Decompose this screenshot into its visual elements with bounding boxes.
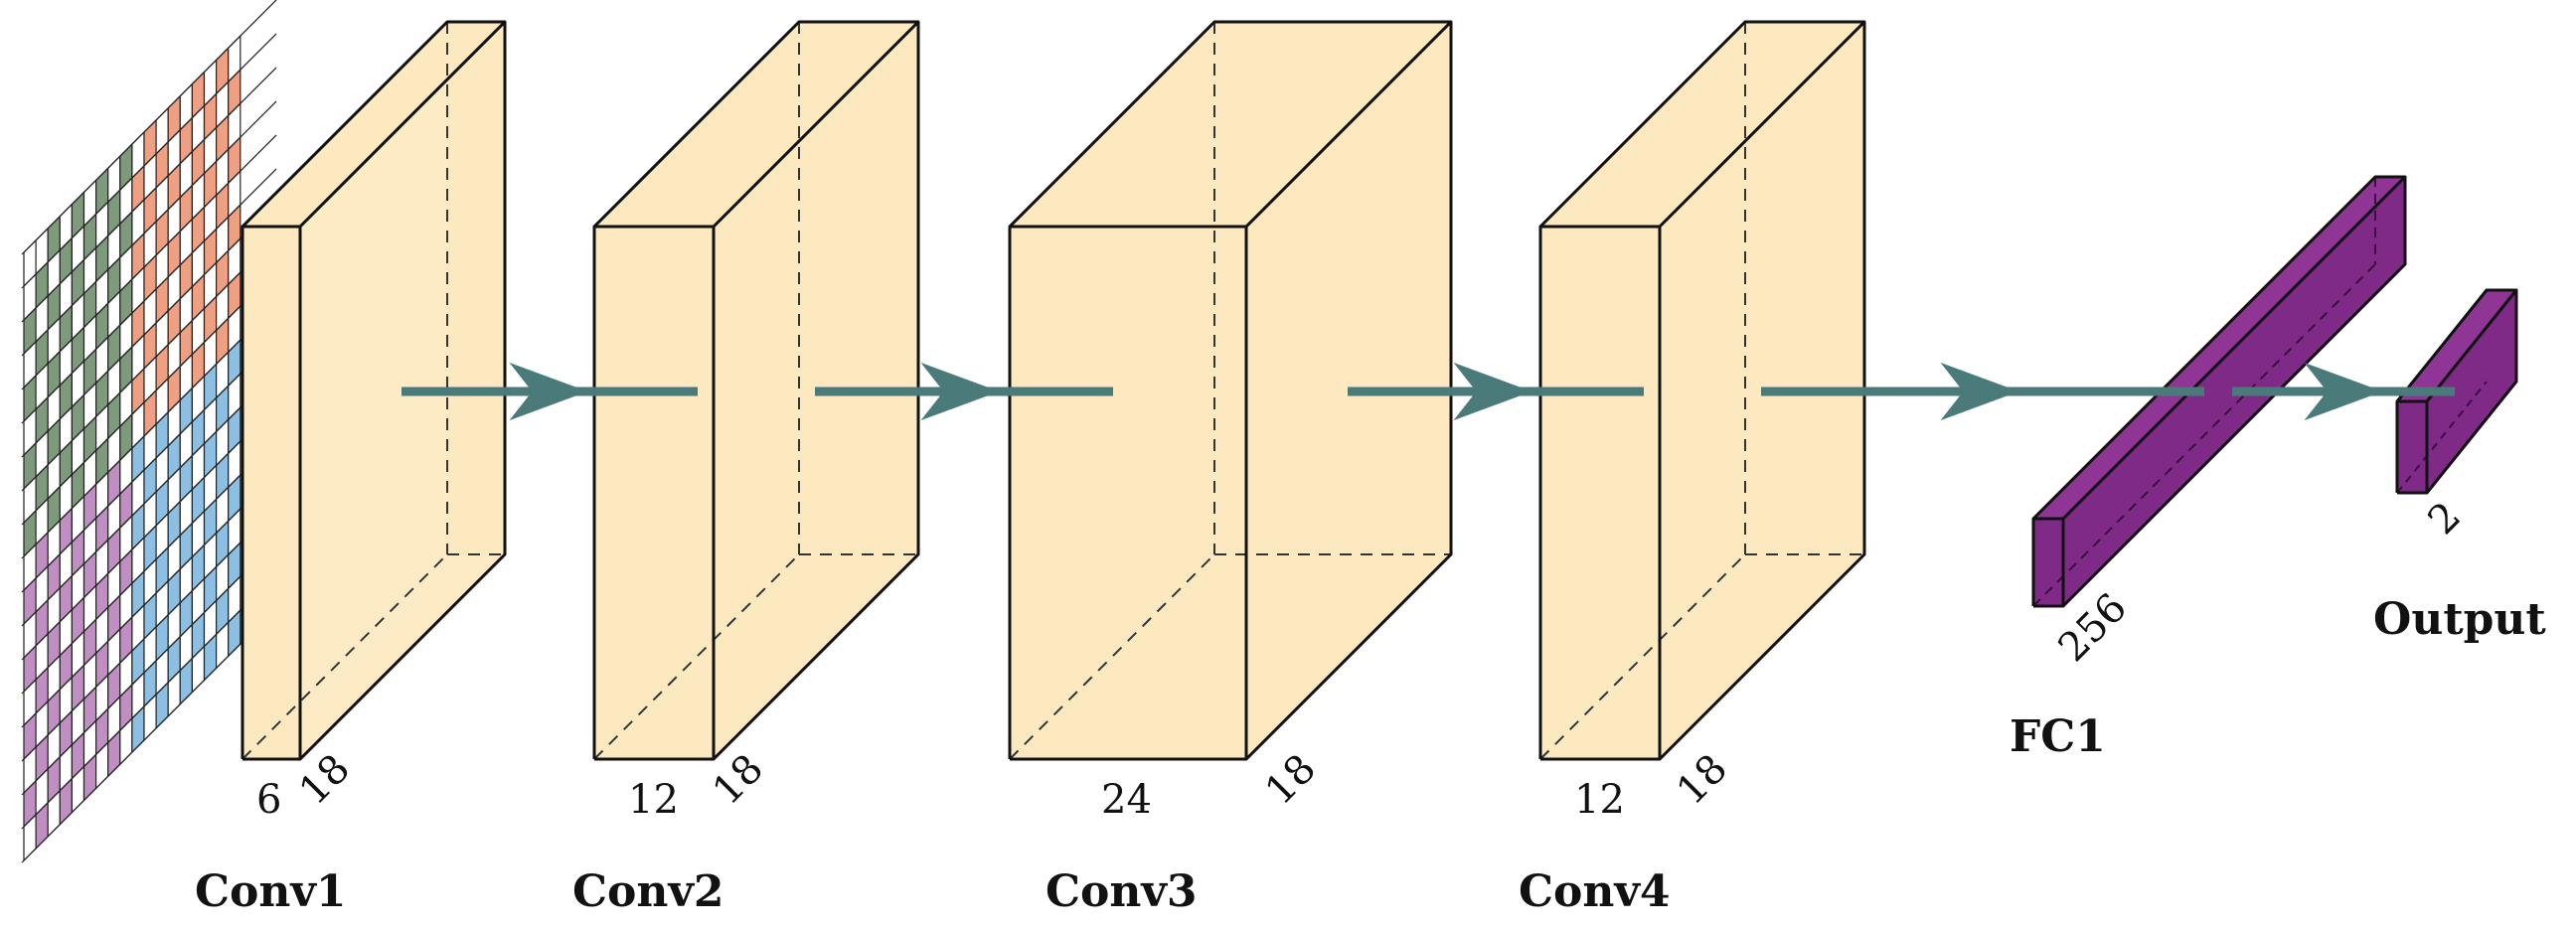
output-label: Output [2373,594,2546,645]
conv3-size-label: 18 [1257,746,1326,815]
grid-line [21,134,277,390]
grid-line [21,235,277,492]
connection-arrows [402,362,2455,421]
arrow-conv2-conv3 [815,362,1113,421]
grid-line [21,67,277,323]
grid-line [21,269,277,526]
conv4-label: Conv4 [1519,866,1671,917]
conv4-top-face [1540,22,1864,227]
output-block [2395,288,2518,495]
conv1-label: Conv1 [195,866,347,917]
fc1-top-face [2033,177,2405,519]
grid-line [21,202,277,458]
conv3-front-face [1010,227,1246,759]
conv3-top-face [1010,22,1451,227]
input-image-grid [21,0,277,863]
conv2-top-face [594,22,918,227]
grid-line [21,303,277,559]
grid-line [21,540,277,796]
output-front-face [2397,401,2427,493]
grid-line [21,573,277,830]
output-top-face [2397,290,2516,401]
layer-labels: Conv1 Conv2 Conv3 Conv4 FC1 Output [195,594,2546,917]
grid-line [21,607,277,863]
grid-line [21,506,277,762]
arrow-conv3-conv4 [1348,362,1644,421]
conv2-label: Conv2 [572,866,724,917]
arrow-fc1-output [2232,362,2455,421]
grid-line [21,404,277,661]
conv1-front-face [242,227,300,759]
conv4-size-label: 18 [1669,746,1737,815]
fc1-front-face [2033,519,2063,606]
conv3-label: Conv3 [1046,866,1198,917]
fc1-label: FC1 [2010,711,2106,762]
conv4-front-face [1540,227,1660,759]
grid-line [21,337,277,593]
grid-line [21,438,277,695]
grid-line [21,33,277,289]
grid-line [21,472,277,728]
conv2-depth-label: 12 [628,777,679,823]
grid-line [21,168,277,424]
arrow-conv4-fc1 [1761,362,2204,421]
conv4-depth-label: 12 [1574,777,1625,823]
output-side-face [2427,290,2516,493]
conv2-front-face [594,227,714,759]
grid-line [21,0,277,255]
conv1-top-face [242,22,505,227]
grid-line [21,100,277,357]
grid-line [21,371,277,627]
output-size-label: 2 [2420,494,2471,544]
conv3-depth-label: 24 [1101,777,1152,823]
conv1-depth-label: 6 [256,777,281,823]
arrow-conv1-conv2 [402,362,698,421]
